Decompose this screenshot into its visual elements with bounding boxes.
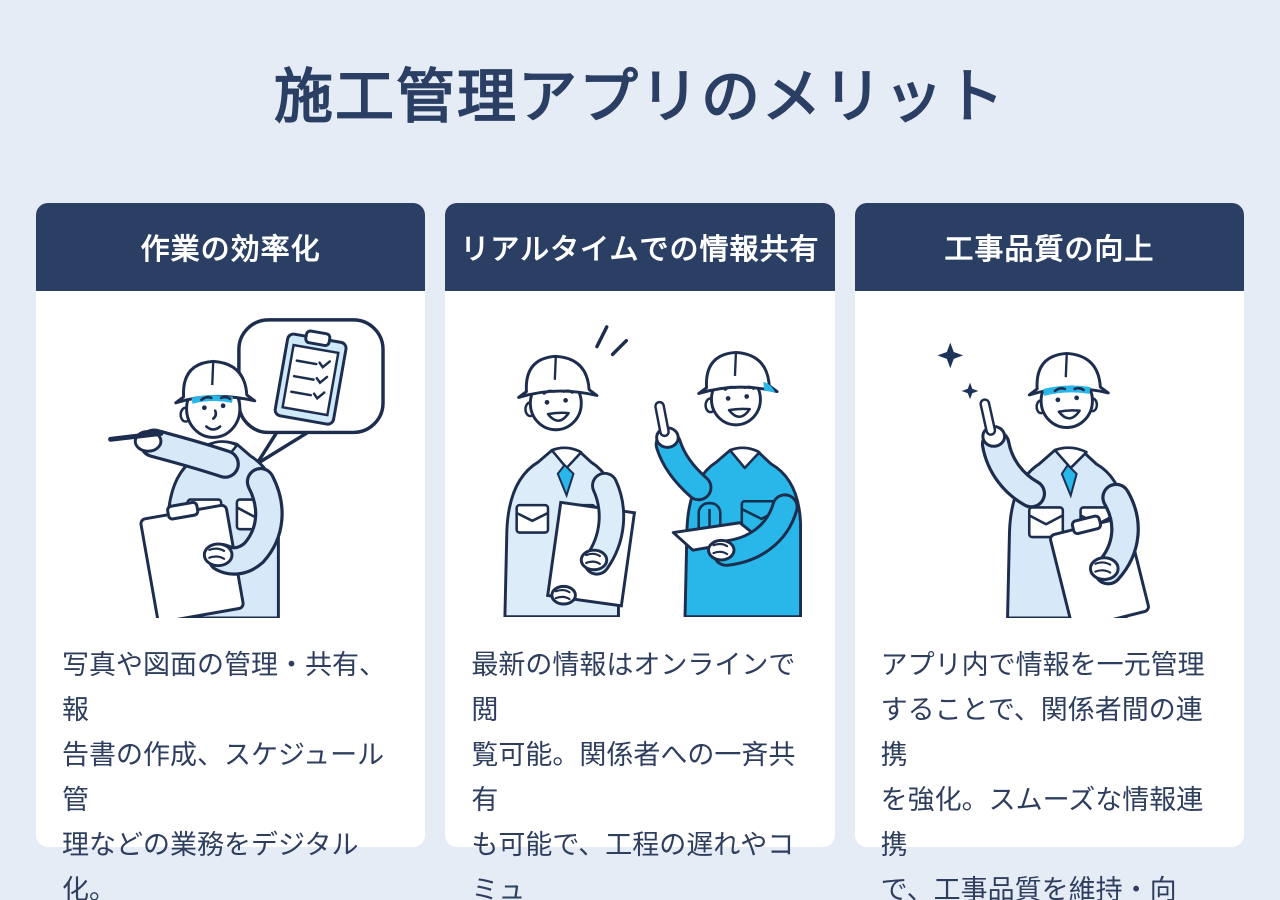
card-work-efficiency: 作業の効率化 (36, 202, 426, 900)
worker-pointing-illustration-svg (937, 342, 1151, 618)
card-description-realtime-sharing: 最新の情報はオンラインで閲 覧可能。関係者への一斉共有 も可能で、工程の遅れやコ… (471, 649, 796, 900)
two-workers-illustration (445, 291, 834, 639)
worker-with-tablet (654, 350, 803, 617)
two-workers-illustration-svg (503, 325, 803, 617)
pen-icon (107, 430, 164, 442)
speech-bubble-checklist-icon (236, 317, 385, 466)
benefit-cards: 作業の効率化 (0, 202, 1280, 900)
worker-clipboard-illustration (36, 291, 425, 639)
card-header-quality-improvement: 工事品質の向上 (854, 202, 1244, 291)
sparkle-icon (937, 342, 979, 400)
worker-figure (107, 359, 284, 618)
page-title: 施工管理アプリのメリット (273, 64, 1006, 130)
card-realtime-sharing: リアルタイムでの情報共有 (445, 202, 835, 900)
card-header-work-efficiency: 作業の効率化 (36, 202, 426, 291)
worker-pointing-illustration (855, 291, 1244, 639)
worker-with-documents (503, 354, 637, 617)
pointing-finger-icon (654, 400, 670, 437)
helmet-icon (697, 350, 779, 395)
emphasis-lines-icon (595, 325, 628, 356)
helmet-icon (1028, 351, 1111, 397)
tie-icon (1061, 463, 1079, 499)
helmet-icon (517, 354, 599, 399)
card-quality-improvement: 工事品質の向上 (854, 202, 1244, 900)
pointing-finger-icon (979, 398, 997, 436)
card-description-work-efficiency: 写真や図面の管理・共有、報 告書の作成、スケジュール管 理などの業務をデジタル化… (62, 649, 386, 900)
tie-icon (556, 463, 575, 499)
card-header-realtime-sharing: リアルタイムでの情報共有 (445, 202, 835, 291)
worker-writing-illustration-svg (107, 317, 385, 618)
worker-figure (979, 351, 1151, 618)
card-description-quality-improvement: アプリ内で情報を一元管理 することで、関係者間の連携 を強化。スムーズな情報連携… (880, 649, 1205, 900)
